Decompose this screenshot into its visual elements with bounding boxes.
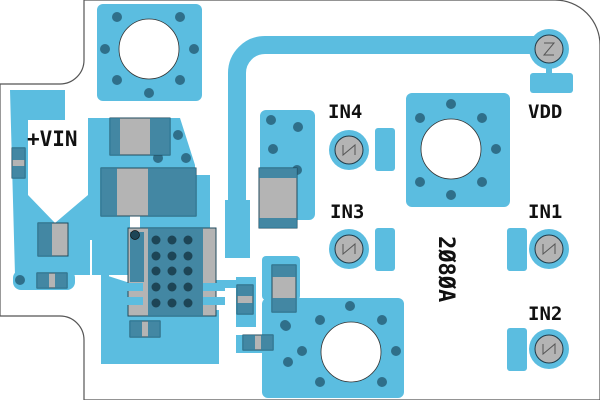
vdd-trace bbox=[228, 36, 545, 250]
label-in4: IN4 bbox=[328, 101, 362, 123]
label-part-number: 2Ø8ØA bbox=[433, 236, 458, 302]
test-point-in4[interactable] bbox=[329, 128, 395, 171]
label-in2: IN2 bbox=[528, 303, 562, 325]
resistor-r3 bbox=[37, 222, 69, 257]
resistor-r1 bbox=[129, 320, 161, 338]
resistor-r5 bbox=[236, 284, 254, 315]
resistor-r6 bbox=[242, 334, 274, 351]
resistor-r4 bbox=[36, 272, 68, 289]
capacitor-c2 bbox=[258, 167, 298, 229]
capacitor-c1 bbox=[109, 117, 171, 156]
regulator-ic bbox=[121, 227, 225, 317]
label-vdd: VDD bbox=[528, 101, 562, 123]
mounting-pad-right bbox=[406, 93, 510, 207]
test-point-in1[interactable] bbox=[507, 228, 569, 271]
test-point-vdd[interactable] bbox=[529, 29, 573, 93]
label-in3: IN3 bbox=[330, 201, 364, 223]
mounting-pad-top bbox=[97, 4, 202, 101]
label-in1: IN1 bbox=[528, 201, 562, 223]
mounting-pad-bottom bbox=[262, 298, 404, 398]
test-point-in3[interactable] bbox=[329, 228, 395, 271]
test-point-in2[interactable] bbox=[507, 328, 569, 371]
capacitor-c3 bbox=[271, 264, 297, 313]
inductor-l1 bbox=[100, 167, 197, 217]
label-vin: +VIN bbox=[27, 127, 78, 151]
resistor-r2 bbox=[11, 147, 26, 179]
